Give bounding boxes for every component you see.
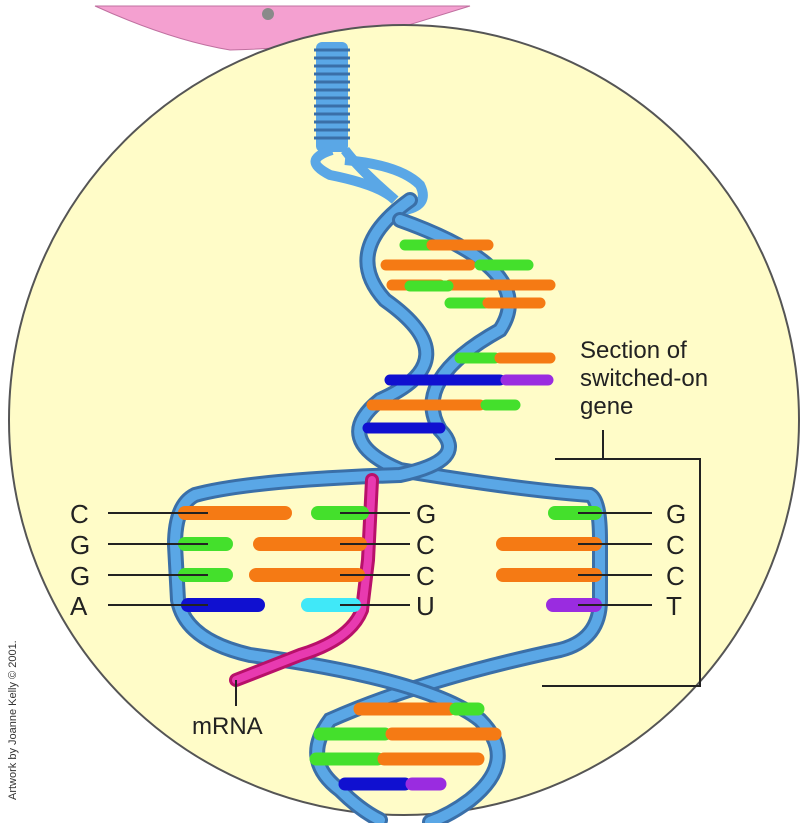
right-base-label-1: G	[666, 499, 686, 529]
right-base-label-2: C	[666, 530, 685, 560]
mrna-label: mRNA	[192, 713, 263, 740]
mrna-base-label-3: C	[416, 561, 435, 591]
left-base-label-4: A	[70, 591, 88, 621]
gene-section-label-line-3: gene	[580, 393, 633, 420]
left-base-label-1: C	[70, 499, 89, 529]
right-base-label-4: T	[666, 591, 682, 621]
mrna-base-label-1: G	[416, 499, 436, 529]
gene-section-label-line-1: Section of	[580, 337, 687, 364]
mrna-base-label-4: U	[416, 591, 435, 621]
gene-section-label-line-2: switched-on	[580, 365, 708, 392]
right-base-label-3: C	[666, 561, 685, 591]
artwork-credit: Artwork by Joanne Kelly © 2001.	[7, 640, 19, 800]
left-base-label-2: G	[70, 530, 90, 560]
left-base-label-3: G	[70, 561, 90, 591]
mrna-base-label-2: C	[416, 530, 435, 560]
nucleus-detail	[262, 8, 274, 20]
